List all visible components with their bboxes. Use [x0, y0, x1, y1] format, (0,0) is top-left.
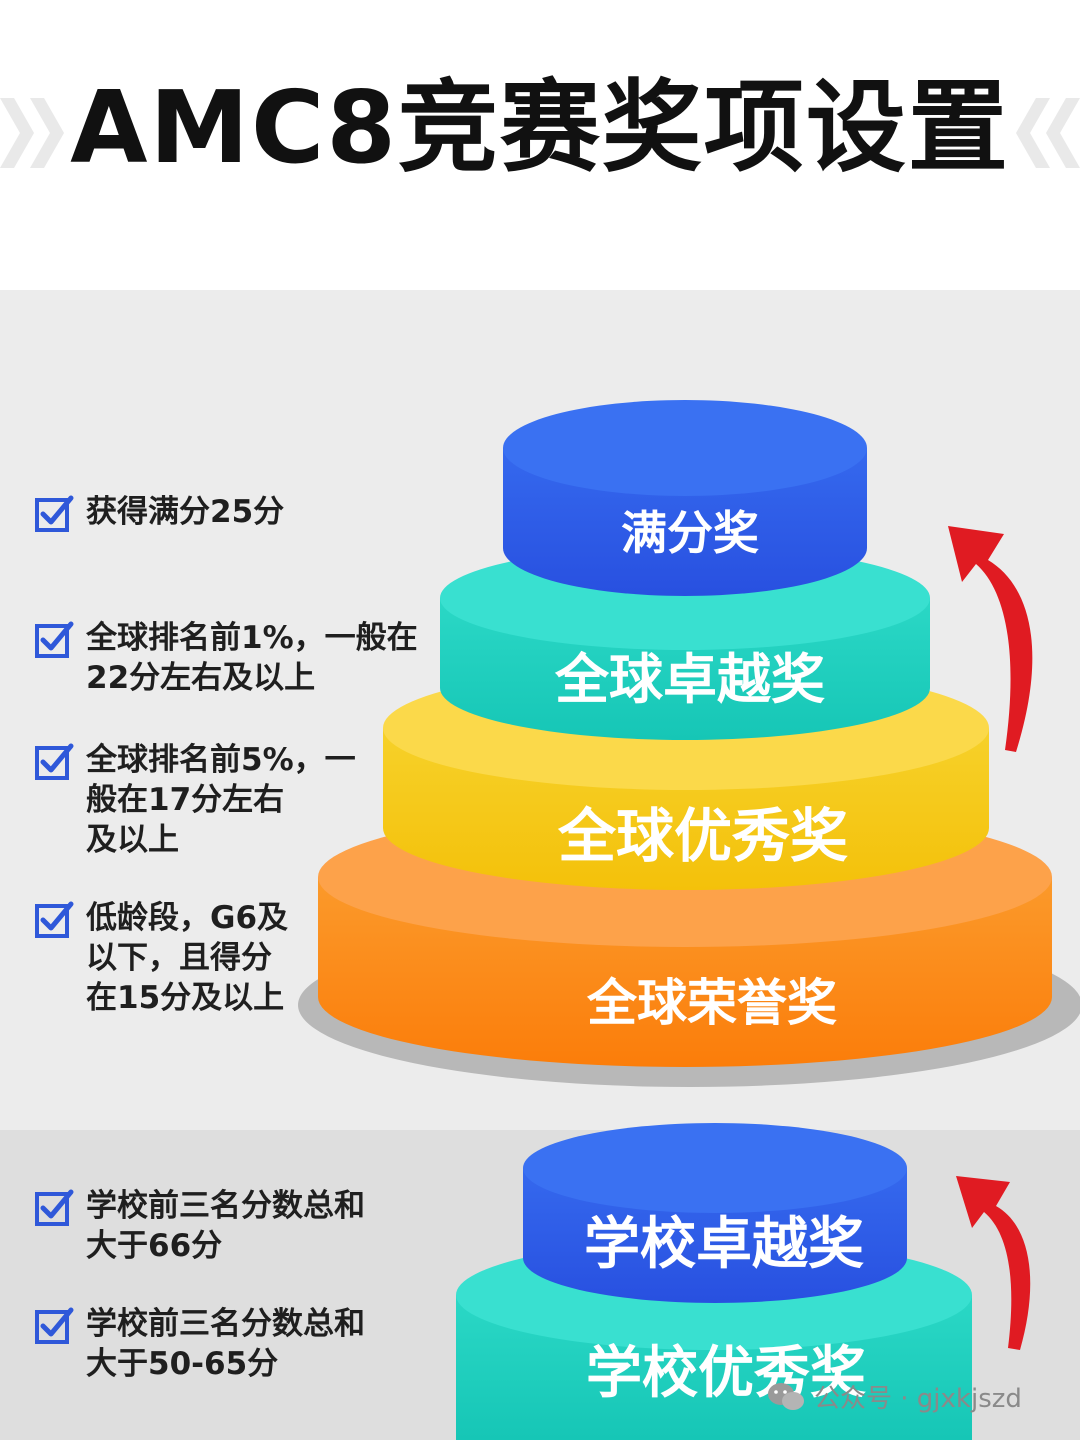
chevron-right-decoration-icon — [1016, 98, 1080, 168]
award-label-distinction: 全球卓越奖 — [554, 648, 825, 711]
criterion-text: 全球排名前5%，一 般在17分左右 及以上 — [86, 742, 356, 858]
curved-arrow-up-icon — [956, 1176, 1031, 1350]
criterion-text: 全球排名前1%，一般在 22分左右及以上 — [86, 620, 418, 696]
criterion-honor: 低龄段，G6及 以下，且得分 在15分及以上 — [34, 898, 288, 1018]
checkbox-icon — [35, 1307, 74, 1344]
watermark: 公众号 · gjxkjszd — [766, 1378, 1022, 1415]
criterion-text: 低龄段，G6及 以下，且得分 在15分及以上 — [86, 900, 289, 1016]
tier-perfect — [503, 400, 867, 596]
award-label-school-distinction: 学校卓越奖 — [584, 1212, 864, 1277]
watermark-text: 公众号 · gjxkjszd — [814, 1384, 1022, 1414]
award-label-honor: 全球荣誉奖 — [586, 974, 837, 1032]
chevron-left-decoration-icon — [0, 98, 64, 168]
page-title: AMC8竞赛奖项设置 — [70, 69, 1010, 186]
criterion-text: 学校前三名分数总和 大于50-65分 — [86, 1306, 365, 1382]
award-label-excellent: 全球优秀奖 — [557, 802, 848, 870]
checkbox-icon — [35, 621, 74, 658]
wechat-icon — [768, 1382, 804, 1410]
criterion-perfect: 获得满分25分 — [34, 492, 284, 533]
criterion-school-excellent: 学校前三名分数总和 大于50-65分 — [34, 1304, 365, 1384]
criterion-text: 学校前三名分数总和 大于66分 — [86, 1188, 365, 1264]
curved-arrow-up-icon — [948, 526, 1033, 752]
checkbox-icon — [35, 1189, 74, 1226]
checkbox-icon — [35, 495, 74, 532]
criterion-excellent: 全球排名前5%，一 般在17分左右 及以上 — [34, 740, 356, 860]
criterion-school-distinction: 学校前三名分数总和 大于66分 — [34, 1186, 365, 1266]
tier-school-distinction — [523, 1123, 907, 1303]
header: AMC8竞赛奖项设置 — [0, 0, 1080, 290]
checkbox-icon — [35, 901, 74, 938]
criterion-distinction: 全球排名前1%，一般在 22分左右及以上 — [34, 618, 418, 698]
award-label-perfect: 满分奖 — [621, 506, 759, 560]
checkbox-icon — [35, 743, 74, 780]
award-label-school-excellent: 学校优秀奖 — [586, 1341, 866, 1406]
criterion-text: 获得满分25分 — [86, 494, 285, 530]
